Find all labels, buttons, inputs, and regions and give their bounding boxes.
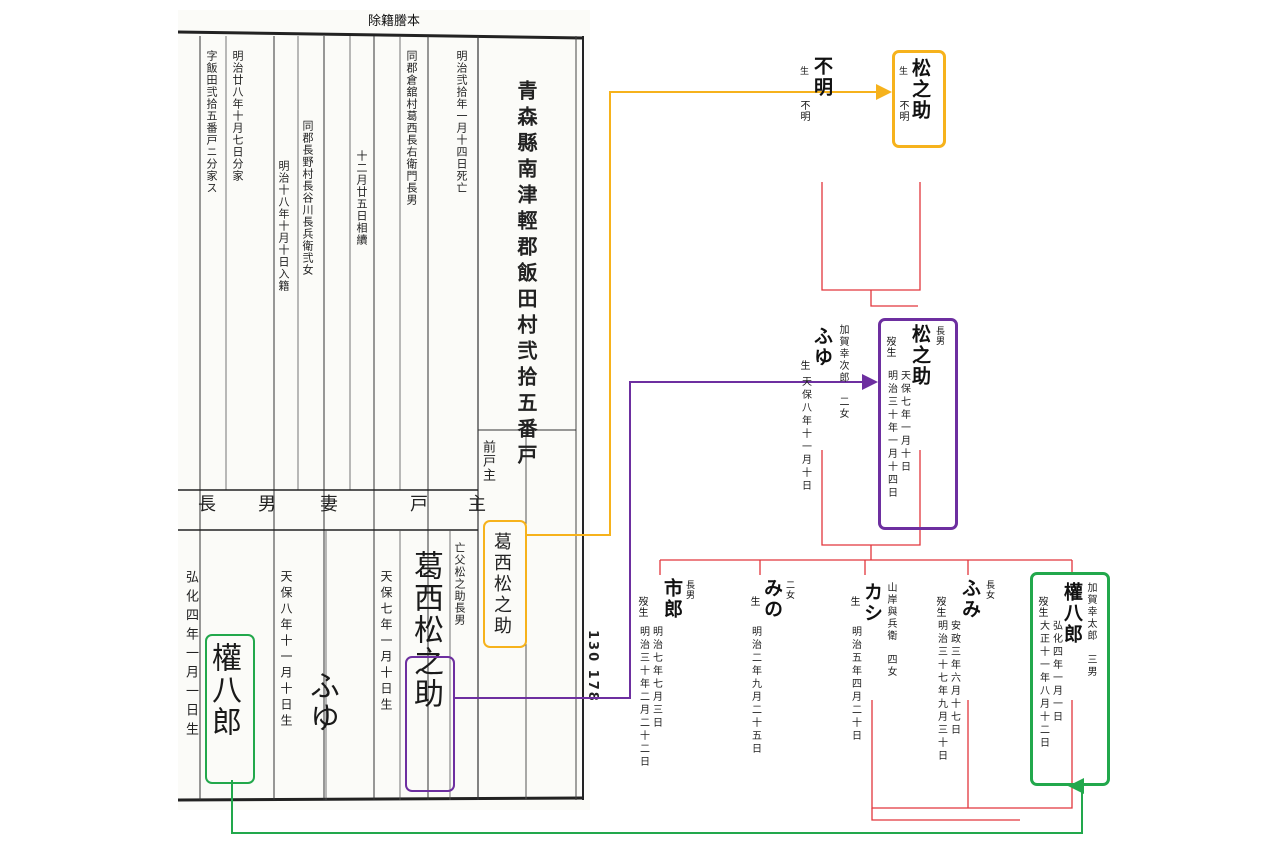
tree-matsunosuke-birth: 天保七年一月十日 xyxy=(898,370,910,474)
tree-matsunosuke-death: 明治三十年一月十四日 xyxy=(885,370,897,500)
tree-ichiro-death: 明治三十年二月二十二日 xyxy=(637,626,649,769)
purple-highlight-tree xyxy=(878,318,958,530)
tree-fuyu-label: 生 xyxy=(798,360,809,371)
tree-gonhachiro-label: 歿生 xyxy=(1036,596,1047,618)
tree-fuyu-birth: 天保八年十一月十日 xyxy=(799,376,811,493)
tree-fumi-birth: 安政三年六月十七日 xyxy=(948,620,960,737)
previous-head-header: 前戸主 xyxy=(480,440,495,482)
tree-father-unknown-name: 不明 xyxy=(811,56,833,98)
tree-ichiro-label: 歿生 xyxy=(636,596,647,618)
tree-mino-birth: 明治二年九月二十五日 xyxy=(749,626,761,756)
orange-highlight-document xyxy=(483,520,527,648)
tree-father-unknown-birth-label: 生 xyxy=(798,66,808,76)
koshu-name: 葛西松之助 xyxy=(408,550,443,710)
tree-fuyu-parent-note: 加賀幸次郎 二女 xyxy=(837,324,848,420)
purple-highlight-document xyxy=(405,656,455,792)
record-col-5: 明治十八年十月十日入籍 xyxy=(277,160,290,292)
row-label-koshu: 戸主 xyxy=(410,494,526,515)
tree-kashi-parent-note: 山岸與兵衛 四女 xyxy=(885,582,896,678)
row-label-tsuma: 妻 xyxy=(320,494,338,515)
tree-matsunosuke-relation: 長男 xyxy=(934,326,944,346)
tree-fumi-name: ふみ xyxy=(959,578,981,620)
tree-fumi-relation: 長女 xyxy=(984,580,994,600)
tree-gonhachiro-name: 權八郎 xyxy=(1061,582,1083,645)
tree-matsunosuke-name: 松之助 xyxy=(909,324,931,387)
record-col-6: 明治廿八年十月七日分家 xyxy=(231,50,244,182)
tsuma-name: ふゆ xyxy=(304,670,339,734)
document-caption: 除籍謄本 xyxy=(368,14,421,29)
tree-gonhachiro-birth: 弘化四年一月一日 xyxy=(1050,620,1062,724)
tree-mino-relation: 二女 xyxy=(784,580,794,600)
tree-matsunosuke-sr-birth-label: 生 xyxy=(897,66,907,76)
tree-mino-name: みの xyxy=(761,578,783,620)
page-number: 130 178 xyxy=(585,630,600,703)
tree-kashi-label: 生 xyxy=(848,596,859,607)
tree-fumi-label: 歿生 xyxy=(934,596,945,618)
tree-kashi-birth: 明治五年四月二十日 xyxy=(849,626,861,743)
tree-ichiro-birth: 明治七年七月三日 xyxy=(650,626,662,730)
koshu-birth: 天保七年一月十日生 xyxy=(379,570,393,714)
tree-gonhachiro-death: 大正十一年八月十二日 xyxy=(1037,620,1049,750)
tree-fumi-death: 明治三十七年九月三十日 xyxy=(935,620,947,763)
tree-fuyu-name: ふゆ xyxy=(811,326,833,368)
chonan-birth: 弘化四年一月一日生 xyxy=(183,570,198,741)
tree-mino-label: 生 xyxy=(748,596,759,607)
record-col-3: 十二月廿五日相續 xyxy=(355,150,368,246)
household-address: 青森縣南津輕郡飯田村弐拾五番戸 xyxy=(514,80,538,470)
head-note: 亡父松之助長男 xyxy=(453,542,466,626)
tree-father-unknown-birth: 不明 xyxy=(798,100,809,122)
family-tree-lines xyxy=(659,182,1073,821)
record-col-2: 同郡倉舘村葛西長右衛門長男 xyxy=(405,50,418,206)
record-col-7: 字飯田弐拾五番戸ニ分家ス xyxy=(205,50,218,194)
orange-highlight-tree xyxy=(892,50,946,148)
tsuma-birth: 天保八年十一月十日生 xyxy=(279,570,293,730)
record-col-4: 同郡長野村長谷川長兵衛弐女 xyxy=(301,120,314,276)
chonan-name: 權八郎 xyxy=(206,642,241,738)
row-label-chonan: 長男 xyxy=(198,494,318,515)
green-highlight-tree xyxy=(1030,572,1110,786)
record-col-1: 明治弐拾年一月十四日死亡 xyxy=(455,50,468,194)
tree-gonhachiro-parent-note: 加賀幸太郎 三男 xyxy=(1085,582,1096,678)
tree-matsunosuke-label: 歿生 xyxy=(884,336,895,358)
tree-kashi-name: カシ xyxy=(861,582,883,624)
tree-ichiro-name: 市郎 xyxy=(661,578,683,620)
tree-matsunosuke-sr-birth: 不明 xyxy=(897,100,908,122)
tree-ichiro-relation: 長男 xyxy=(684,580,694,600)
green-highlight-document xyxy=(205,634,255,784)
tree-matsunosuke-sr-name: 松之助 xyxy=(909,58,931,121)
